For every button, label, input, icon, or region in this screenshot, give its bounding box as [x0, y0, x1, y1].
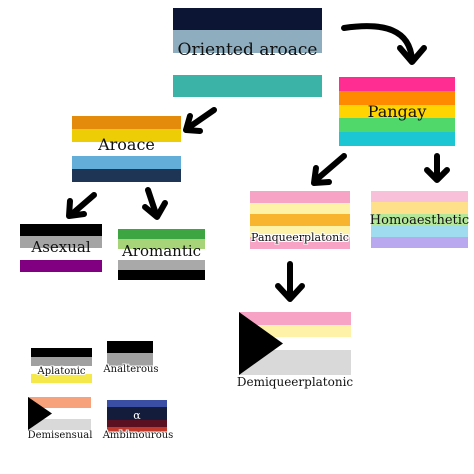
homoaesthetic-stripe-4 — [371, 225, 468, 237]
demisensual-stripe-3 — [28, 419, 91, 430]
aplatonic-label: Aplatonic — [37, 366, 86, 377]
ambimourous-stripe-4 — [107, 420, 167, 428]
arrow-oriented-to-aroace — [183, 107, 217, 134]
aroace-stripe-3 — [72, 142, 181, 156]
aromantic-label: Aromantic — [121, 242, 202, 260]
asexual-flag — [20, 224, 102, 272]
homoaesthetic-label: Homoaesthetic — [369, 213, 470, 228]
homoaesthetic-stripe-2 — [371, 202, 468, 214]
pangay-flag — [339, 77, 455, 146]
demisensual-triangle — [28, 397, 52, 430]
alpha-symbol: α — [133, 409, 141, 422]
aplatonic-stripe-4 — [31, 374, 92, 383]
demiqueerplatonic-stripe-1 — [239, 312, 351, 325]
aplatonic-stripe-3 — [31, 365, 92, 375]
aplatonic-flag — [31, 348, 92, 383]
aroace-flag — [72, 116, 181, 183]
aromantic-stripe-3 — [118, 249, 205, 260]
pangay-stripe-5 — [339, 132, 455, 146]
aromantic-stripe-4 — [118, 259, 205, 270]
panqueerplatonic-flag — [250, 191, 350, 249]
oriented-aroace-flag — [173, 8, 322, 97]
oriented-aroace-stripe-1 — [173, 8, 322, 31]
panqueerplatonic-stripe-2 — [250, 202, 350, 215]
arrow-aroace-to-aromantic — [142, 187, 168, 220]
analterous-flag — [107, 341, 153, 378]
oriented-aroace-stripe-4 — [173, 74, 322, 97]
aroace-stripe-5 — [72, 168, 181, 183]
analterous-label: Analterous — [103, 364, 159, 375]
arrow-oriented-to-pangay — [341, 23, 427, 65]
asexual-label: Asexual — [31, 238, 91, 256]
aplatonic-stripe-1 — [31, 348, 92, 357]
pangay-label: Pangay — [367, 102, 427, 121]
ambimourous-label: Ambimourous — [102, 430, 174, 441]
ambimourous-stripe-5 — [107, 427, 167, 434]
ambimourous-stripe-3 — [107, 413, 167, 421]
ambimourous-stripe-2 — [107, 406, 167, 414]
oriented-aroace-stripe-2 — [173, 30, 322, 53]
aplatonic-stripe-2 — [31, 356, 92, 366]
panqueerplatonic-stripe-4 — [250, 225, 350, 238]
demiqueerplatonic-flag — [239, 312, 351, 375]
analterous-stripe-2 — [107, 353, 153, 366]
aromantic-flag — [118, 229, 205, 281]
asexual-stripe-3 — [20, 248, 102, 260]
arrow-panqueerplatonic-to-demiqueerplatonic — [275, 261, 305, 302]
oriented-aroace-label: Oriented aroace — [177, 40, 318, 60]
demisensual-label: Demisensual — [27, 430, 93, 441]
aroace-stripe-2 — [72, 129, 181, 143]
analterous-stripe-1 — [107, 341, 153, 354]
pangay-stripe-2 — [339, 90, 455, 105]
arrow-aroace-to-asexual — [66, 192, 97, 219]
aromantic-stripe-5 — [118, 269, 205, 281]
ambimourous-flag: α — [107, 400, 167, 434]
pangay-stripe-3 — [339, 104, 455, 119]
panqueerplatonic-stripe-5 — [250, 237, 350, 249]
homoaesthetic-stripe-1 — [371, 191, 468, 203]
demiqueerplatonic-label: Demiqueerplatonic — [236, 375, 354, 389]
aromantic-stripe-1 — [118, 229, 205, 240]
homoaesthetic-stripe-3 — [371, 213, 468, 226]
aroace-stripe-1 — [72, 116, 181, 130]
ambimourous-stripe-1 — [107, 400, 167, 407]
demiqueerplatonic-stripe-5 — [239, 362, 351, 375]
arrow-pangay-to-panqueerplatonic — [311, 153, 347, 186]
aroace-stripe-4 — [72, 155, 181, 169]
panqueerplatonic-label: Panqueerplatonic — [251, 231, 349, 244]
aromantic-stripe-2 — [118, 239, 205, 250]
demisensual-stripe-1 — [28, 397, 91, 408]
oriented-aroace-stripe-3 — [173, 52, 322, 75]
panqueerplatonic-stripe-3 — [250, 214, 350, 226]
asexual-stripe-4 — [20, 260, 102, 272]
asexual-stripe-2 — [20, 236, 102, 248]
homoaesthetic-flag — [371, 191, 468, 249]
demiqueerplatonic-triangle — [239, 312, 283, 375]
arrow-pangay-to-homoaesthetic — [424, 153, 450, 183]
analterous-stripe-3 — [107, 365, 153, 378]
homoaesthetic-stripe-5 — [371, 236, 468, 249]
pangay-stripe-1 — [339, 77, 455, 91]
pangay-stripe-4 — [339, 118, 455, 133]
demisensual-stripe-2 — [28, 408, 91, 419]
asexual-stripe-1 — [20, 224, 102, 236]
demisensual-flag — [28, 397, 91, 430]
aroace-label: Aroace — [98, 135, 155, 154]
panqueerplatonic-stripe-1 — [250, 191, 350, 203]
